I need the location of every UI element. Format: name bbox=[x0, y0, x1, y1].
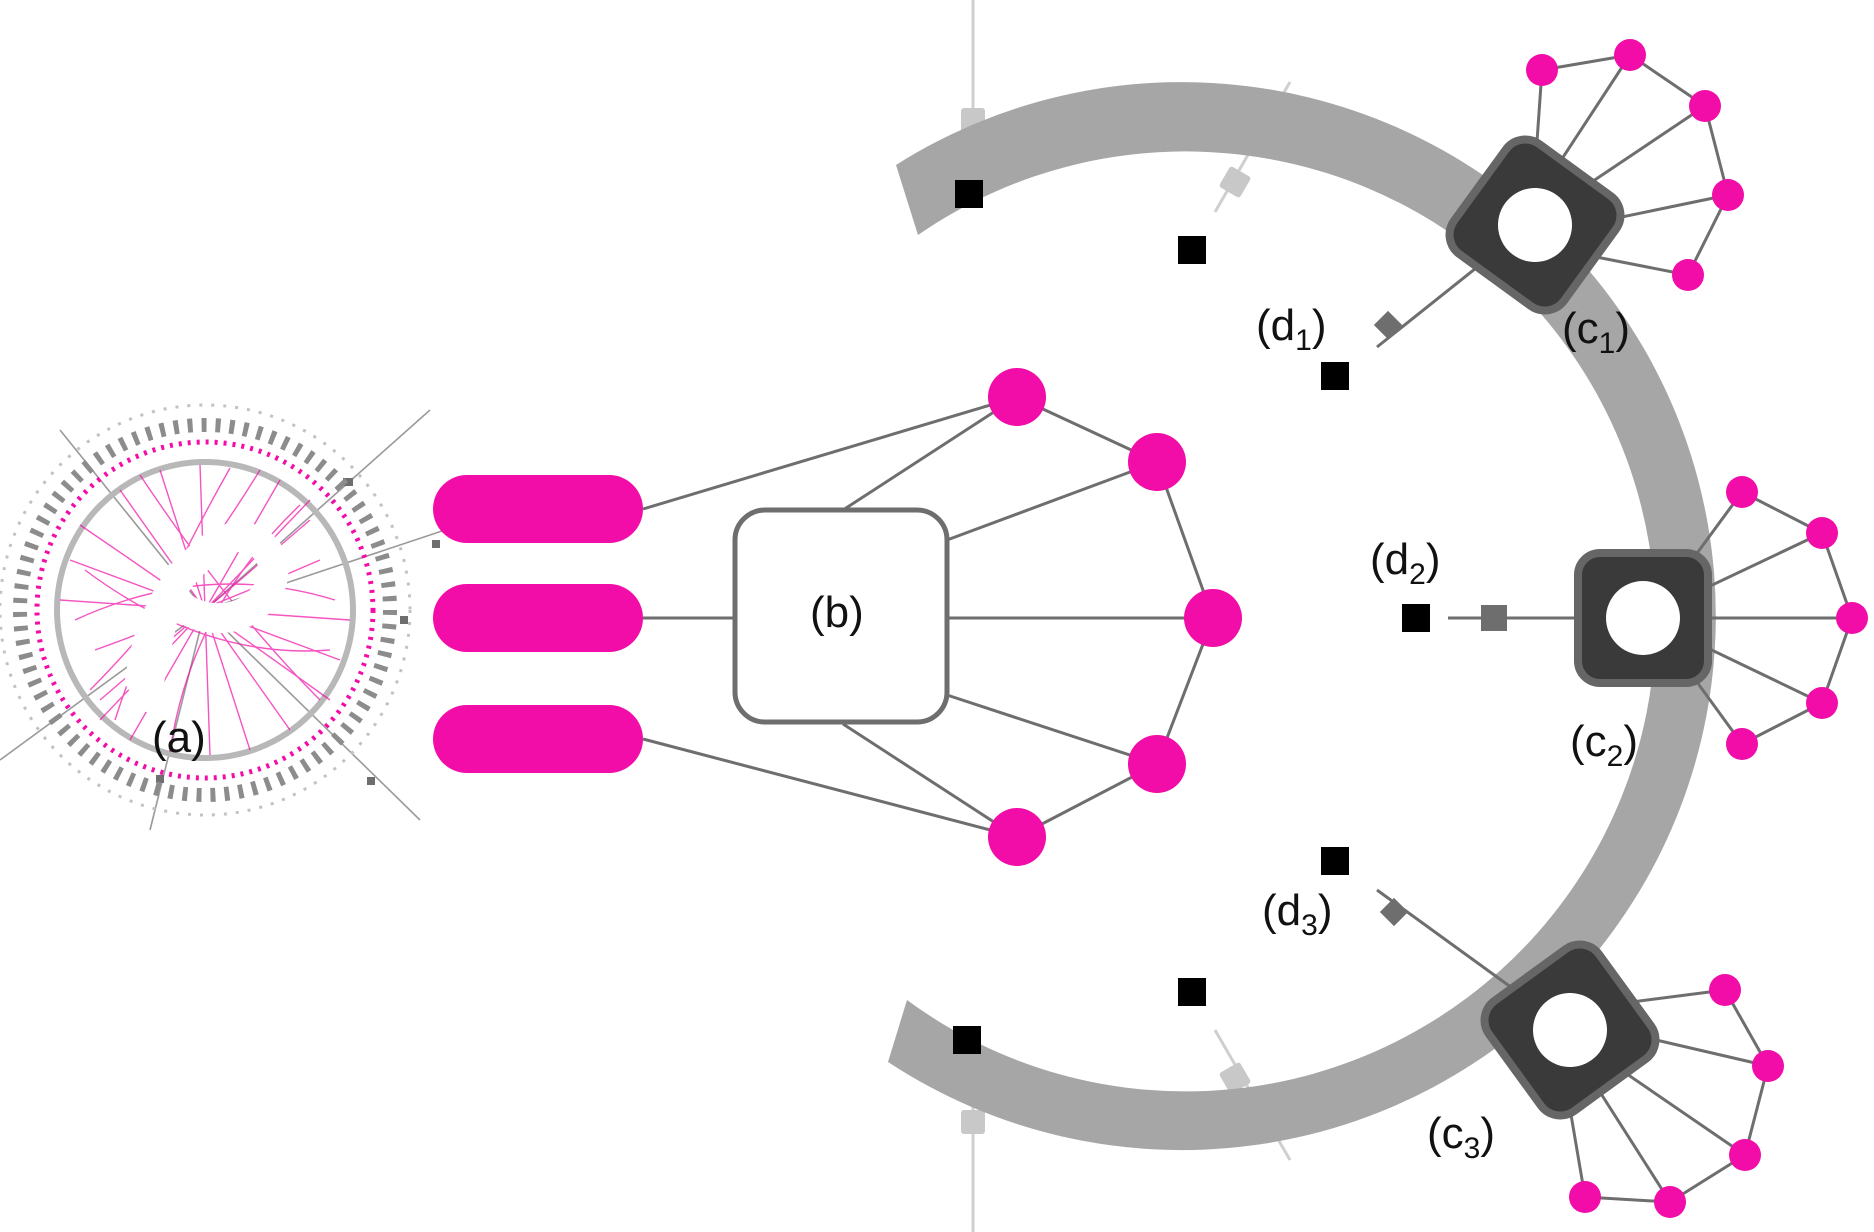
parachain-c1: (c1) bbox=[1373, 39, 1744, 360]
label-b: (b) bbox=[810, 588, 864, 637]
collator-node[interactable] bbox=[1614, 39, 1646, 71]
collator-node[interactable] bbox=[1672, 259, 1704, 291]
validator-square[interactable] bbox=[1402, 604, 1430, 632]
collator-node[interactable] bbox=[1709, 974, 1741, 1006]
collator-node[interactable] bbox=[1752, 1050, 1784, 1082]
validator-square[interactable] bbox=[1321, 847, 1349, 875]
collator-node[interactable] bbox=[1806, 517, 1838, 549]
collator-bar-1[interactable] bbox=[433, 475, 643, 543]
link-marker bbox=[1373, 310, 1403, 340]
hub-node[interactable] bbox=[1128, 433, 1186, 491]
link-marker bbox=[1481, 605, 1507, 631]
hub-node[interactable] bbox=[988, 368, 1046, 426]
logo-inner-ring bbox=[54, 459, 356, 761]
collator-node[interactable] bbox=[1712, 179, 1744, 211]
hub-nodes bbox=[988, 368, 1242, 866]
hub-node[interactable] bbox=[1184, 589, 1242, 647]
faded-spoke-markers bbox=[961, 108, 1251, 1134]
magenta-bars bbox=[433, 475, 643, 773]
label-d1: (d1) bbox=[1256, 301, 1326, 357]
parachain-c2: (c2) bbox=[1448, 476, 1868, 773]
validator-square[interactable] bbox=[1178, 236, 1206, 264]
validator-square[interactable] bbox=[955, 180, 983, 208]
label-c2: (c2) bbox=[1570, 717, 1638, 773]
parachain-c3: (c3) bbox=[1376, 888, 1784, 1218]
collator-node[interactable] bbox=[1726, 728, 1758, 760]
link-marker bbox=[1379, 897, 1409, 927]
parachain-hole bbox=[1533, 993, 1607, 1067]
collator-node[interactable] bbox=[1654, 1186, 1686, 1218]
relay-validators bbox=[953, 180, 1430, 1054]
collator-node[interactable] bbox=[1836, 602, 1868, 634]
collator-bar-2[interactable] bbox=[433, 584, 643, 652]
validator-square[interactable] bbox=[953, 1026, 981, 1054]
hub-node[interactable] bbox=[1128, 735, 1186, 793]
collator-node[interactable] bbox=[1806, 687, 1838, 719]
logo-p-letter bbox=[125, 522, 289, 712]
collator-node[interactable] bbox=[1569, 1181, 1601, 1213]
logo-magenta-ring bbox=[34, 439, 376, 781]
hub-node[interactable] bbox=[988, 808, 1046, 866]
label-a: (a) bbox=[152, 713, 206, 762]
label-d2: (d2) bbox=[1370, 535, 1440, 591]
parachain-hole bbox=[1498, 188, 1572, 262]
collator-node[interactable] bbox=[1526, 54, 1558, 86]
collator-node[interactable] bbox=[1726, 476, 1758, 508]
logo-pod-ring bbox=[13, 418, 397, 802]
collator-node[interactable] bbox=[1689, 90, 1721, 122]
network-logo-icon bbox=[0, 403, 521, 831]
validator-square[interactable] bbox=[1321, 362, 1349, 390]
label-c1: (c1) bbox=[1562, 304, 1630, 360]
label-d3: (d3) bbox=[1262, 886, 1332, 942]
validator-square[interactable] bbox=[1178, 978, 1206, 1006]
label-c3: (c3) bbox=[1427, 1109, 1495, 1165]
collator-bar-3[interactable] bbox=[433, 705, 643, 773]
parachain-hole bbox=[1606, 581, 1680, 655]
logo-outer-ring bbox=[0, 403, 412, 817]
hub-box[interactable] bbox=[732, 507, 950, 725]
collator-node[interactable] bbox=[1729, 1139, 1761, 1171]
